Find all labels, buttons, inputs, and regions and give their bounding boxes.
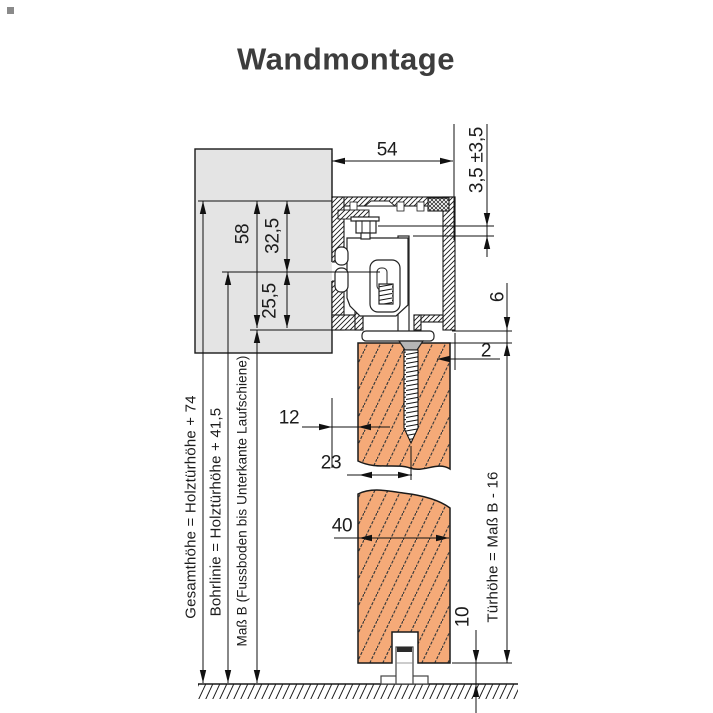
dim-wall-door-gap-label: 12: [278, 407, 300, 429]
label-drill-line: Bohrlinie = Holztürhöhe + 41,5: [207, 407, 225, 617]
dim-bolt-to-bottom-label: 25,5: [259, 283, 281, 319]
dim-height-adjust-label: 3,5 ±3,5: [466, 126, 488, 194]
dim-door-offset-label: 2: [480, 340, 492, 362]
roller: [334, 267, 349, 293]
screw-channel: [427, 197, 450, 212]
label-mass-b: Maß B (Fussboden bis Unterkante Laufschi…: [234, 355, 250, 647]
floor: [198, 683, 518, 699]
dim-track-door-gap-label: 6: [487, 291, 509, 303]
dim-floor-clearance-label: 10: [452, 606, 474, 628]
diagram-title: Wandmontage: [237, 41, 455, 77]
roller: [334, 246, 349, 266]
corner-mark: [7, 7, 14, 14]
dimension-lines: [198, 124, 512, 713]
label-door-height: Türhöhe = Maß B - 16: [484, 471, 502, 623]
dim-top-to-bolt-label: 32,5: [262, 218, 284, 254]
dim-edge-to-screw-label: 23: [320, 452, 342, 474]
hanger-plate: [361, 330, 435, 342]
dim-track-width-label: 54: [376, 139, 398, 161]
label-total-height: Gesamthöhe = Holztürhöhe + 74: [182, 395, 200, 619]
mounting-screw: [403, 349, 419, 445]
dim-profile-height-label: 58: [232, 223, 254, 245]
door-panel-lower: [357, 489, 451, 664]
floor-guide: [380, 646, 429, 685]
ceiling-detent: [363, 200, 397, 207]
hex-bolt: [350, 216, 380, 240]
adjustment-spring: [378, 283, 394, 305]
roller-carriage: [334, 216, 435, 351]
wall: [194, 148, 333, 354]
dim-door-thickness-label: 40: [331, 515, 353, 537]
guide-roller: [397, 647, 412, 652]
